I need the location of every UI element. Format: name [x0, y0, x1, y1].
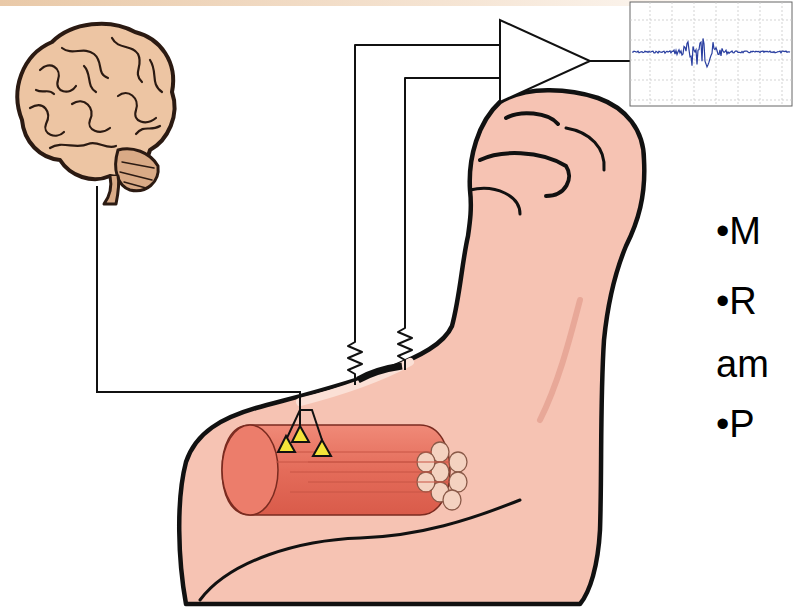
fiber-line	[276, 462, 418, 463]
bullet-text: •M	[716, 212, 761, 250]
muscle-fiber	[443, 490, 461, 510]
grid-line	[694, 2, 695, 106]
motor-endplates	[278, 426, 331, 456]
fiber-line	[308, 482, 450, 483]
brain	[17, 24, 174, 204]
grid-line	[738, 2, 739, 106]
grid-line	[630, 100, 792, 101]
fiber-line	[290, 492, 432, 493]
amplifier	[500, 20, 630, 102]
grid-line	[716, 2, 717, 106]
grid-line	[672, 2, 673, 106]
fiber-line	[290, 472, 432, 473]
grid-line	[630, 60, 792, 61]
bullet-text: •R	[716, 282, 757, 320]
arm	[179, 90, 644, 604]
grid-line	[630, 40, 792, 41]
grid-line	[650, 2, 651, 106]
bullet-text: •P	[716, 405, 755, 443]
bullet-text: am	[716, 345, 769, 383]
grid-line	[782, 2, 783, 106]
electrodes	[348, 45, 500, 385]
emg-trace	[632, 38, 790, 66]
emg-plot	[630, 2, 792, 106]
nerve	[97, 186, 322, 440]
muscle-fiber	[449, 452, 467, 472]
muscle-fiber	[449, 472, 467, 492]
muscle	[222, 425, 467, 515]
grid-line	[630, 20, 792, 21]
grid-line	[630, 80, 792, 81]
fiber-line	[290, 452, 432, 453]
grid-line	[760, 2, 761, 106]
